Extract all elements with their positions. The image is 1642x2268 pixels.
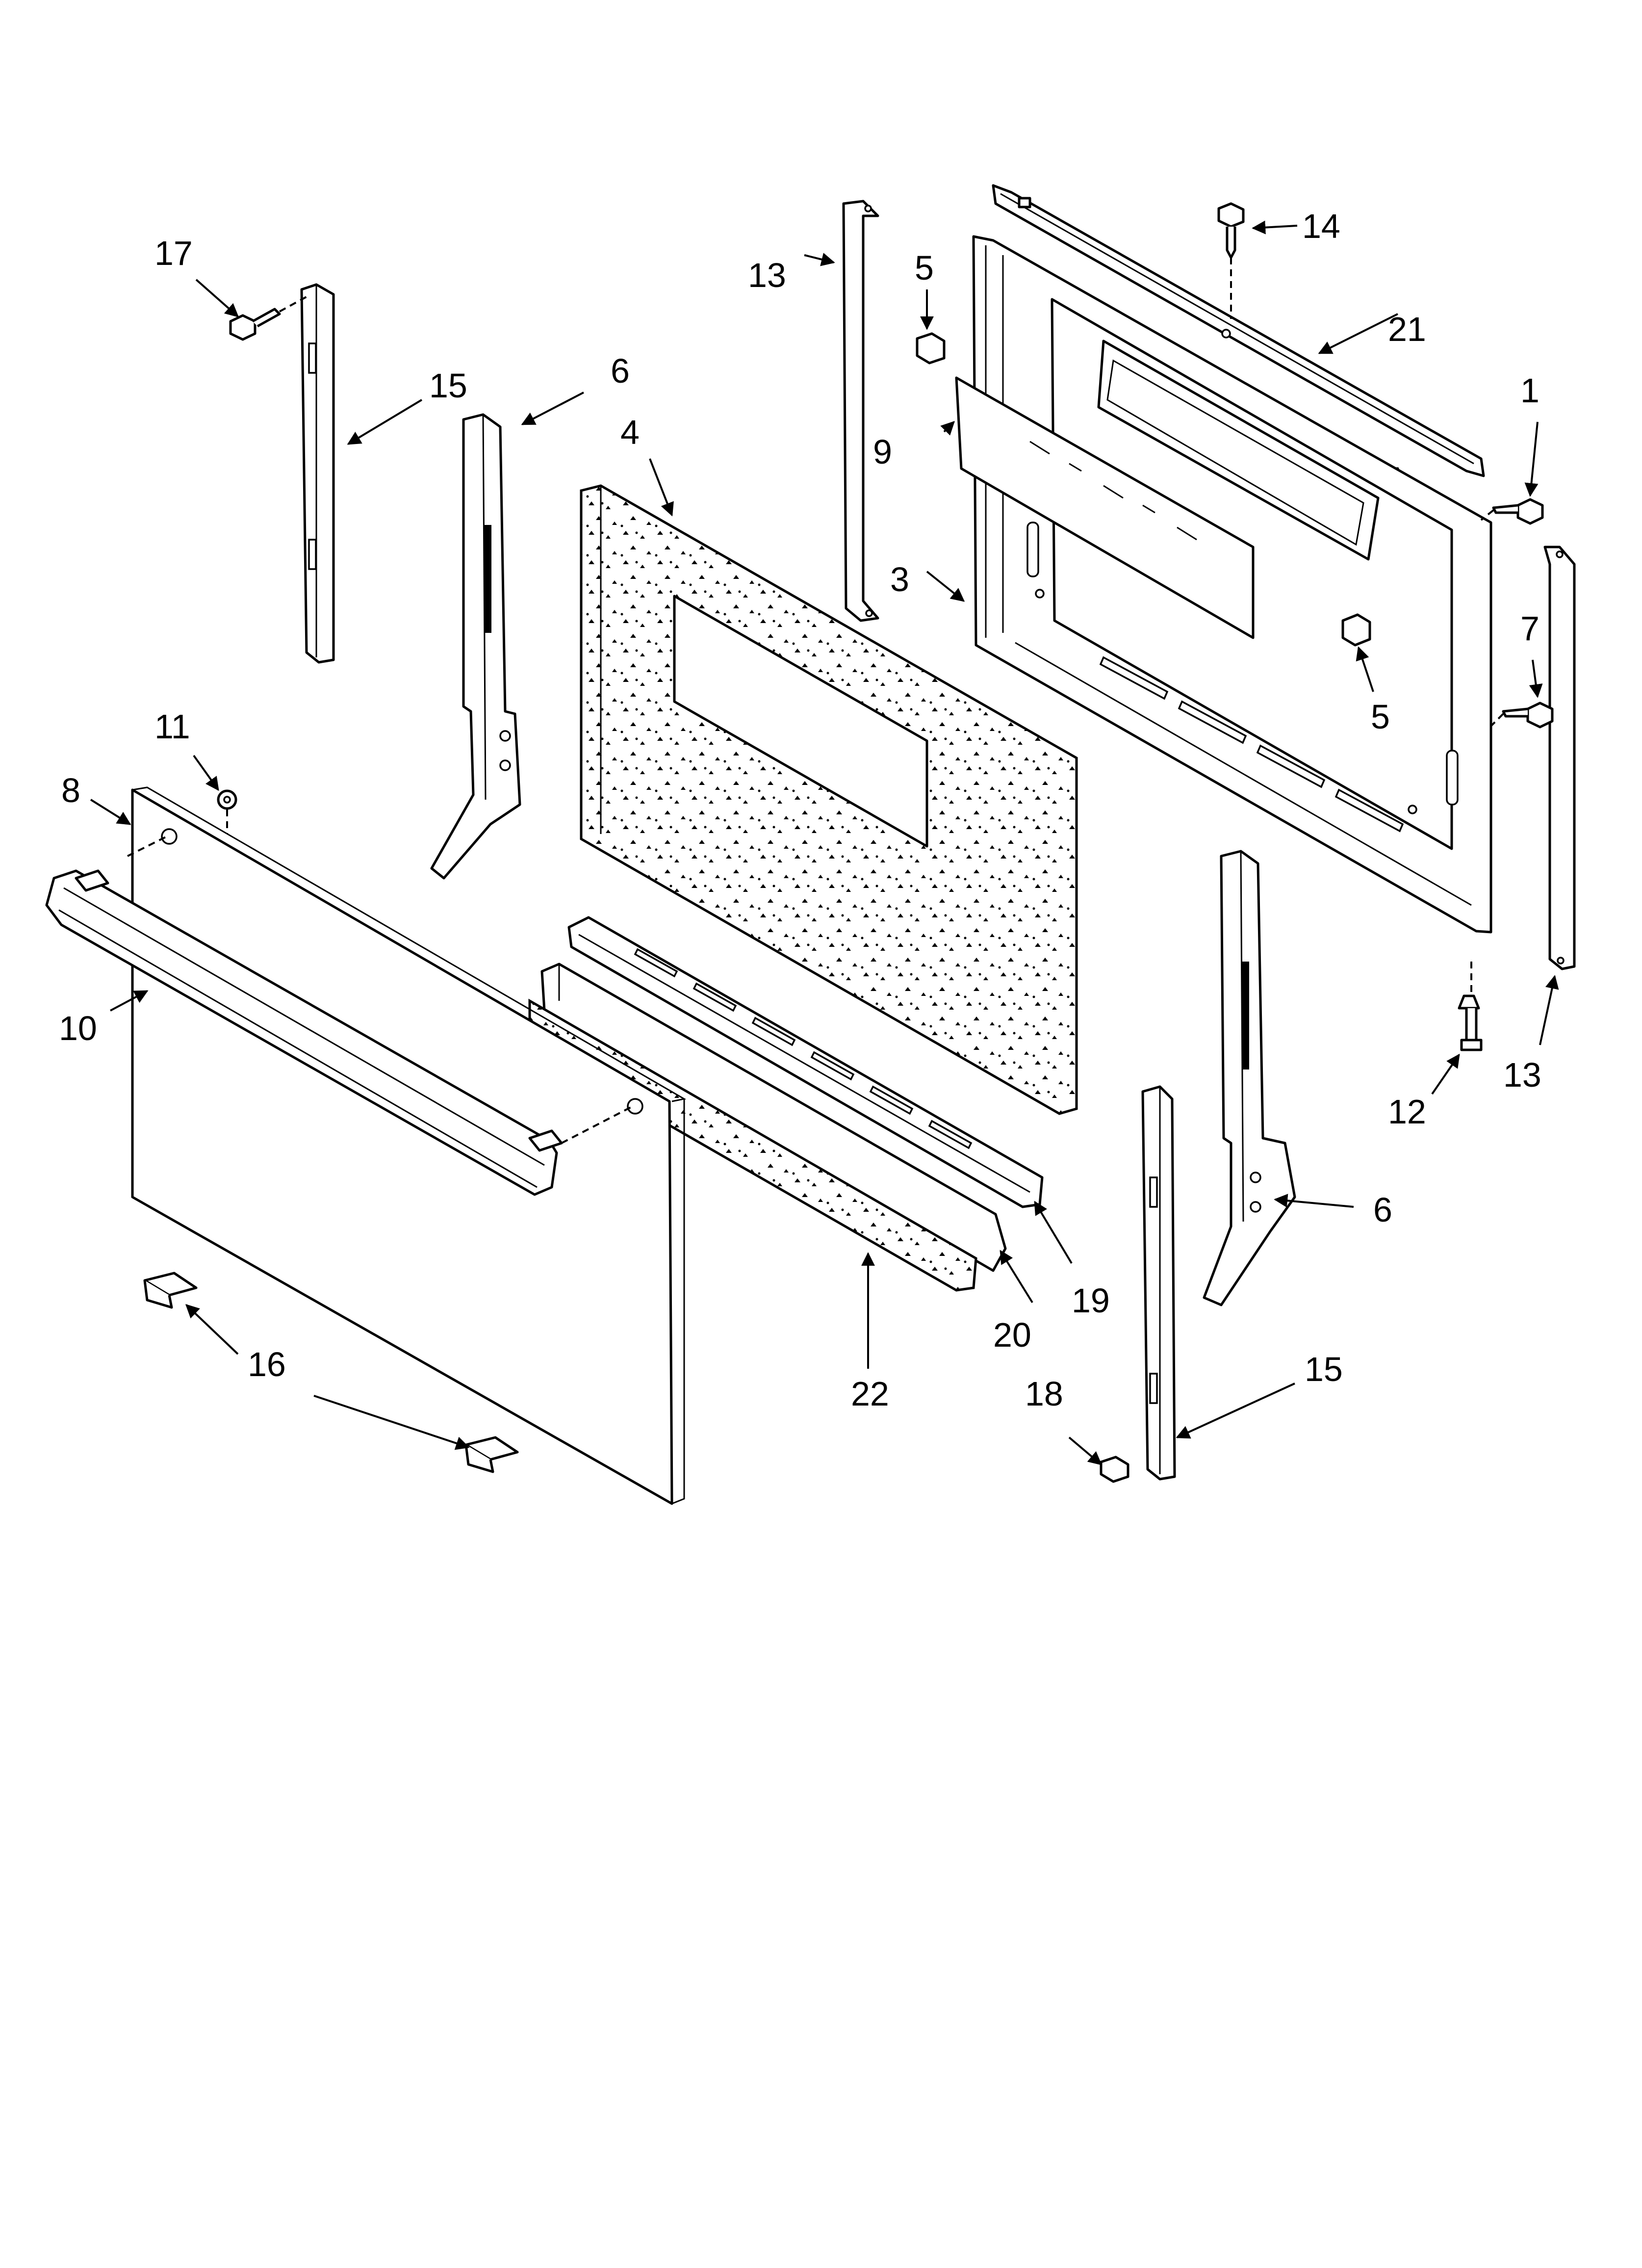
callout-13-right: 13 — [1503, 1056, 1541, 1094]
part-11-bumper — [217, 789, 237, 810]
part-15-right-hinge-receiver — [1141, 1085, 1176, 1481]
callout-labels: 1 3 4 5 5 6 6 7 8 9 10 11 12 13 13 14 15… — [59, 207, 1541, 1413]
callout-9: 9 — [873, 433, 892, 471]
part-16-clip-lower — [464, 1436, 519, 1473]
callout-6-left: 6 — [611, 352, 630, 390]
callout-17: 17 — [154, 234, 193, 272]
callout-22: 22 — [851, 1375, 889, 1413]
frame-slots — [1026, 521, 1459, 833]
callout-10: 10 — [59, 1009, 97, 1047]
part-15-left-hinge-receiver — [300, 283, 335, 664]
part-13-right-side-trim — [1543, 546, 1576, 970]
part-8-outer-door-panel — [131, 786, 687, 1505]
callout-5-upper: 5 — [915, 249, 934, 287]
callout-3: 3 — [890, 560, 909, 599]
leader-lines — [90, 220, 1559, 1465]
callout-12: 12 — [1388, 1093, 1426, 1131]
callout-8: 8 — [61, 771, 80, 809]
part-6-left-hinge — [430, 413, 521, 880]
callout-13-left: 13 — [748, 256, 786, 294]
part-1-screw — [1492, 498, 1544, 525]
callout-5-lower: 5 — [1371, 698, 1390, 736]
callout-18: 18 — [1025, 1375, 1063, 1413]
callout-15-left: 15 — [429, 366, 467, 405]
callout-4: 4 — [620, 413, 640, 451]
part-14-screw — [1217, 202, 1245, 259]
callout-1: 1 — [1520, 371, 1539, 410]
callout-14: 14 — [1302, 207, 1340, 245]
part-4-insulation-panel — [580, 484, 1078, 1115]
callout-21: 21 — [1388, 310, 1426, 348]
callout-15-right: 15 — [1305, 1350, 1343, 1388]
callout-11: 11 — [154, 707, 190, 746]
part-5-clip-upper — [916, 332, 946, 365]
callout-20: 20 — [993, 1316, 1031, 1354]
callout-6-right: 6 — [1373, 1191, 1392, 1229]
part-16-clip-upper — [143, 1272, 198, 1309]
part-17-screw — [229, 308, 281, 341]
callout-19: 19 — [1072, 1281, 1110, 1320]
part-9-door-glass — [955, 376, 1255, 639]
part-10-door-handle — [45, 869, 563, 1196]
callout-7: 7 — [1520, 609, 1539, 648]
part-13-left-side-trim — [842, 200, 879, 622]
part-7-screw — [1502, 702, 1554, 729]
channel-slots — [634, 948, 973, 1149]
assembly-lines — [127, 258, 1504, 1144]
callout-16: 16 — [248, 1345, 286, 1383]
part-21-top-trim — [992, 184, 1485, 479]
part-12-screw — [1458, 994, 1483, 1051]
part-18-bumper — [1100, 1456, 1129, 1483]
part-6-right-hinge — [1203, 850, 1296, 1306]
part-5-clip-lower — [1341, 613, 1371, 647]
